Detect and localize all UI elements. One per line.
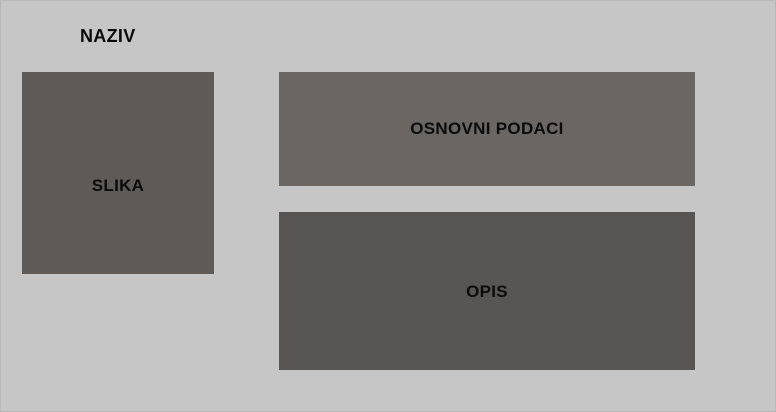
image-placeholder: SLIKA xyxy=(22,72,214,274)
page-title: NAZIV xyxy=(80,26,136,46)
description-label: OPIS xyxy=(466,282,508,301)
description-section: OPIS xyxy=(279,212,695,370)
basic-info-label: OSNOVNI PODACI xyxy=(410,119,564,138)
image-placeholder-label: SLIKA xyxy=(91,176,145,195)
basic-info-section: OSNOVNI PODACI xyxy=(279,72,695,186)
